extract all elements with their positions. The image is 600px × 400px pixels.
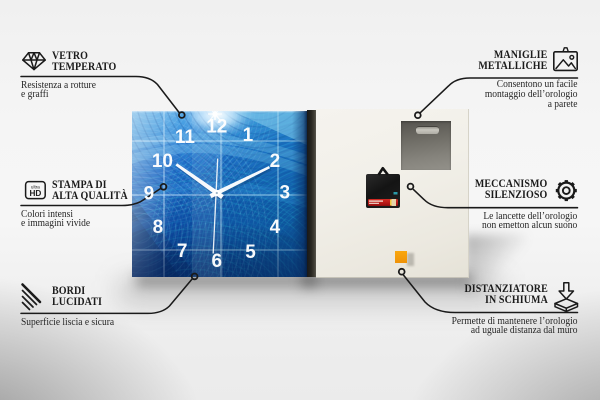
svg-text:7: 7 [177, 241, 188, 262]
svg-text:5: 5 [245, 242, 256, 263]
svg-text:HD: HD [29, 189, 41, 198]
svg-text:2: 2 [270, 151, 281, 172]
svg-text:10: 10 [152, 151, 173, 172]
svg-text:1: 1 [243, 125, 254, 146]
svg-text:6: 6 [212, 251, 223, 272]
svg-text:12: 12 [206, 117, 227, 138]
svg-text:4: 4 [270, 217, 281, 238]
svg-text:8: 8 [153, 217, 164, 238]
svg-text:3: 3 [280, 182, 291, 203]
svg-text:9: 9 [144, 183, 155, 204]
svg-text:11: 11 [175, 127, 196, 148]
svg-text:ultra: ultra [31, 184, 40, 189]
